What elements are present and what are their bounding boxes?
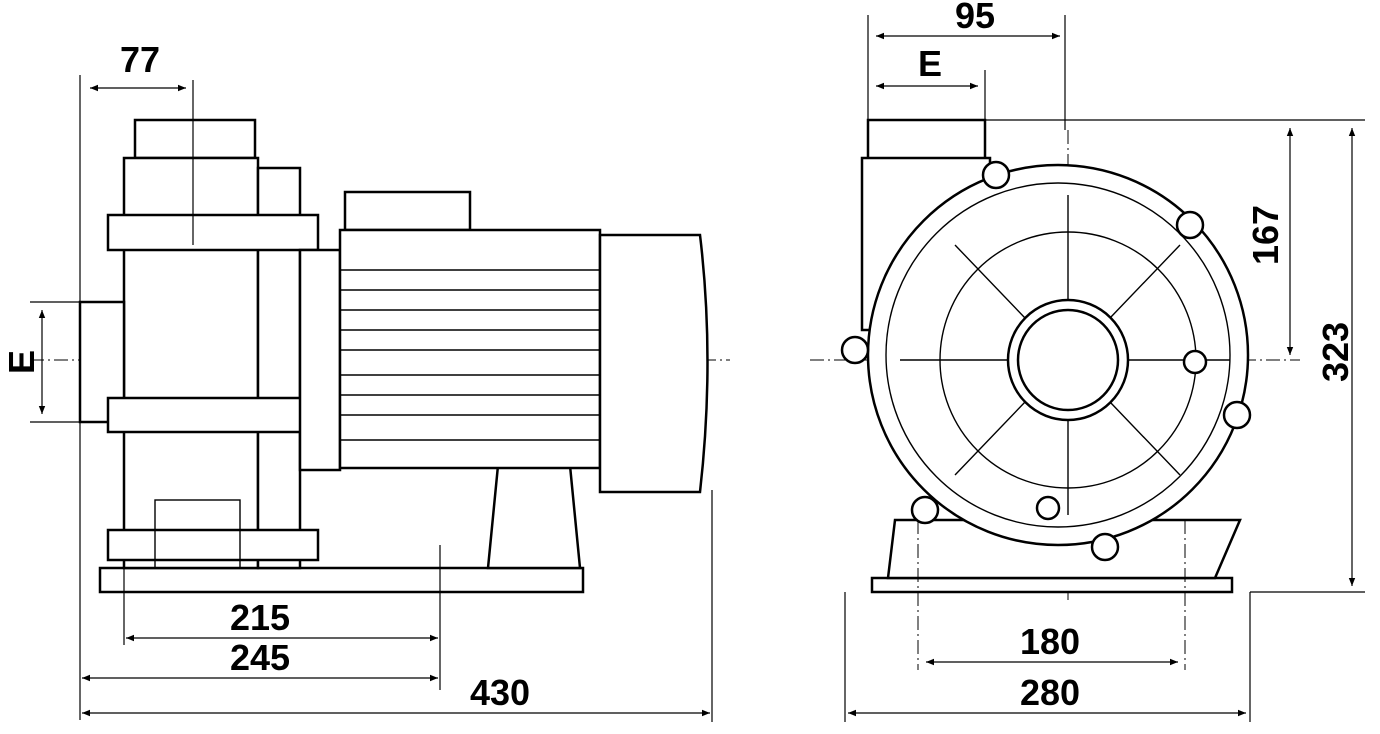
base-plate — [98, 566, 585, 594]
side-view: 77 E 215 245 430 — [1, 39, 730, 722]
clamp-band-top — [106, 213, 320, 252]
bolts — [840, 160, 1252, 562]
dim-215-label: 215 — [230, 597, 290, 638]
front-base-plate — [870, 576, 1234, 594]
suction-port-inner — [1016, 308, 1120, 412]
motor-adapter — [298, 248, 342, 472]
pump-foot — [154, 499, 241, 569]
outlet-pipe — [133, 118, 257, 160]
volute-inner-ring — [885, 182, 1231, 528]
clamp-band-base — [106, 528, 320, 562]
front-view: 95 E 167 323 180 280 — [810, 0, 1365, 722]
dim-167-label: 167 — [1245, 205, 1286, 265]
dim-e-front-label: E — [918, 43, 942, 84]
fan-cover — [598, 233, 709, 494]
dim-280-label: 280 — [1020, 672, 1080, 713]
dim-180-label: 180 — [1020, 621, 1080, 662]
motor-body — [338, 228, 602, 470]
terminal-box — [343, 190, 472, 232]
dim-77-label: 77 — [120, 39, 160, 80]
dim-95-label: 95 — [955, 0, 995, 36]
cooling-fins — [340, 269, 600, 441]
dim-323-label: 323 — [1315, 322, 1356, 382]
front-outlet-pipe — [866, 118, 987, 162]
dim-430-label: 430 — [470, 672, 530, 713]
dim-245-label: 245 — [230, 637, 290, 678]
clamp-band-bottom — [106, 396, 320, 434]
dim-e-side-label: E — [1, 350, 42, 374]
ribs — [900, 195, 1230, 515]
